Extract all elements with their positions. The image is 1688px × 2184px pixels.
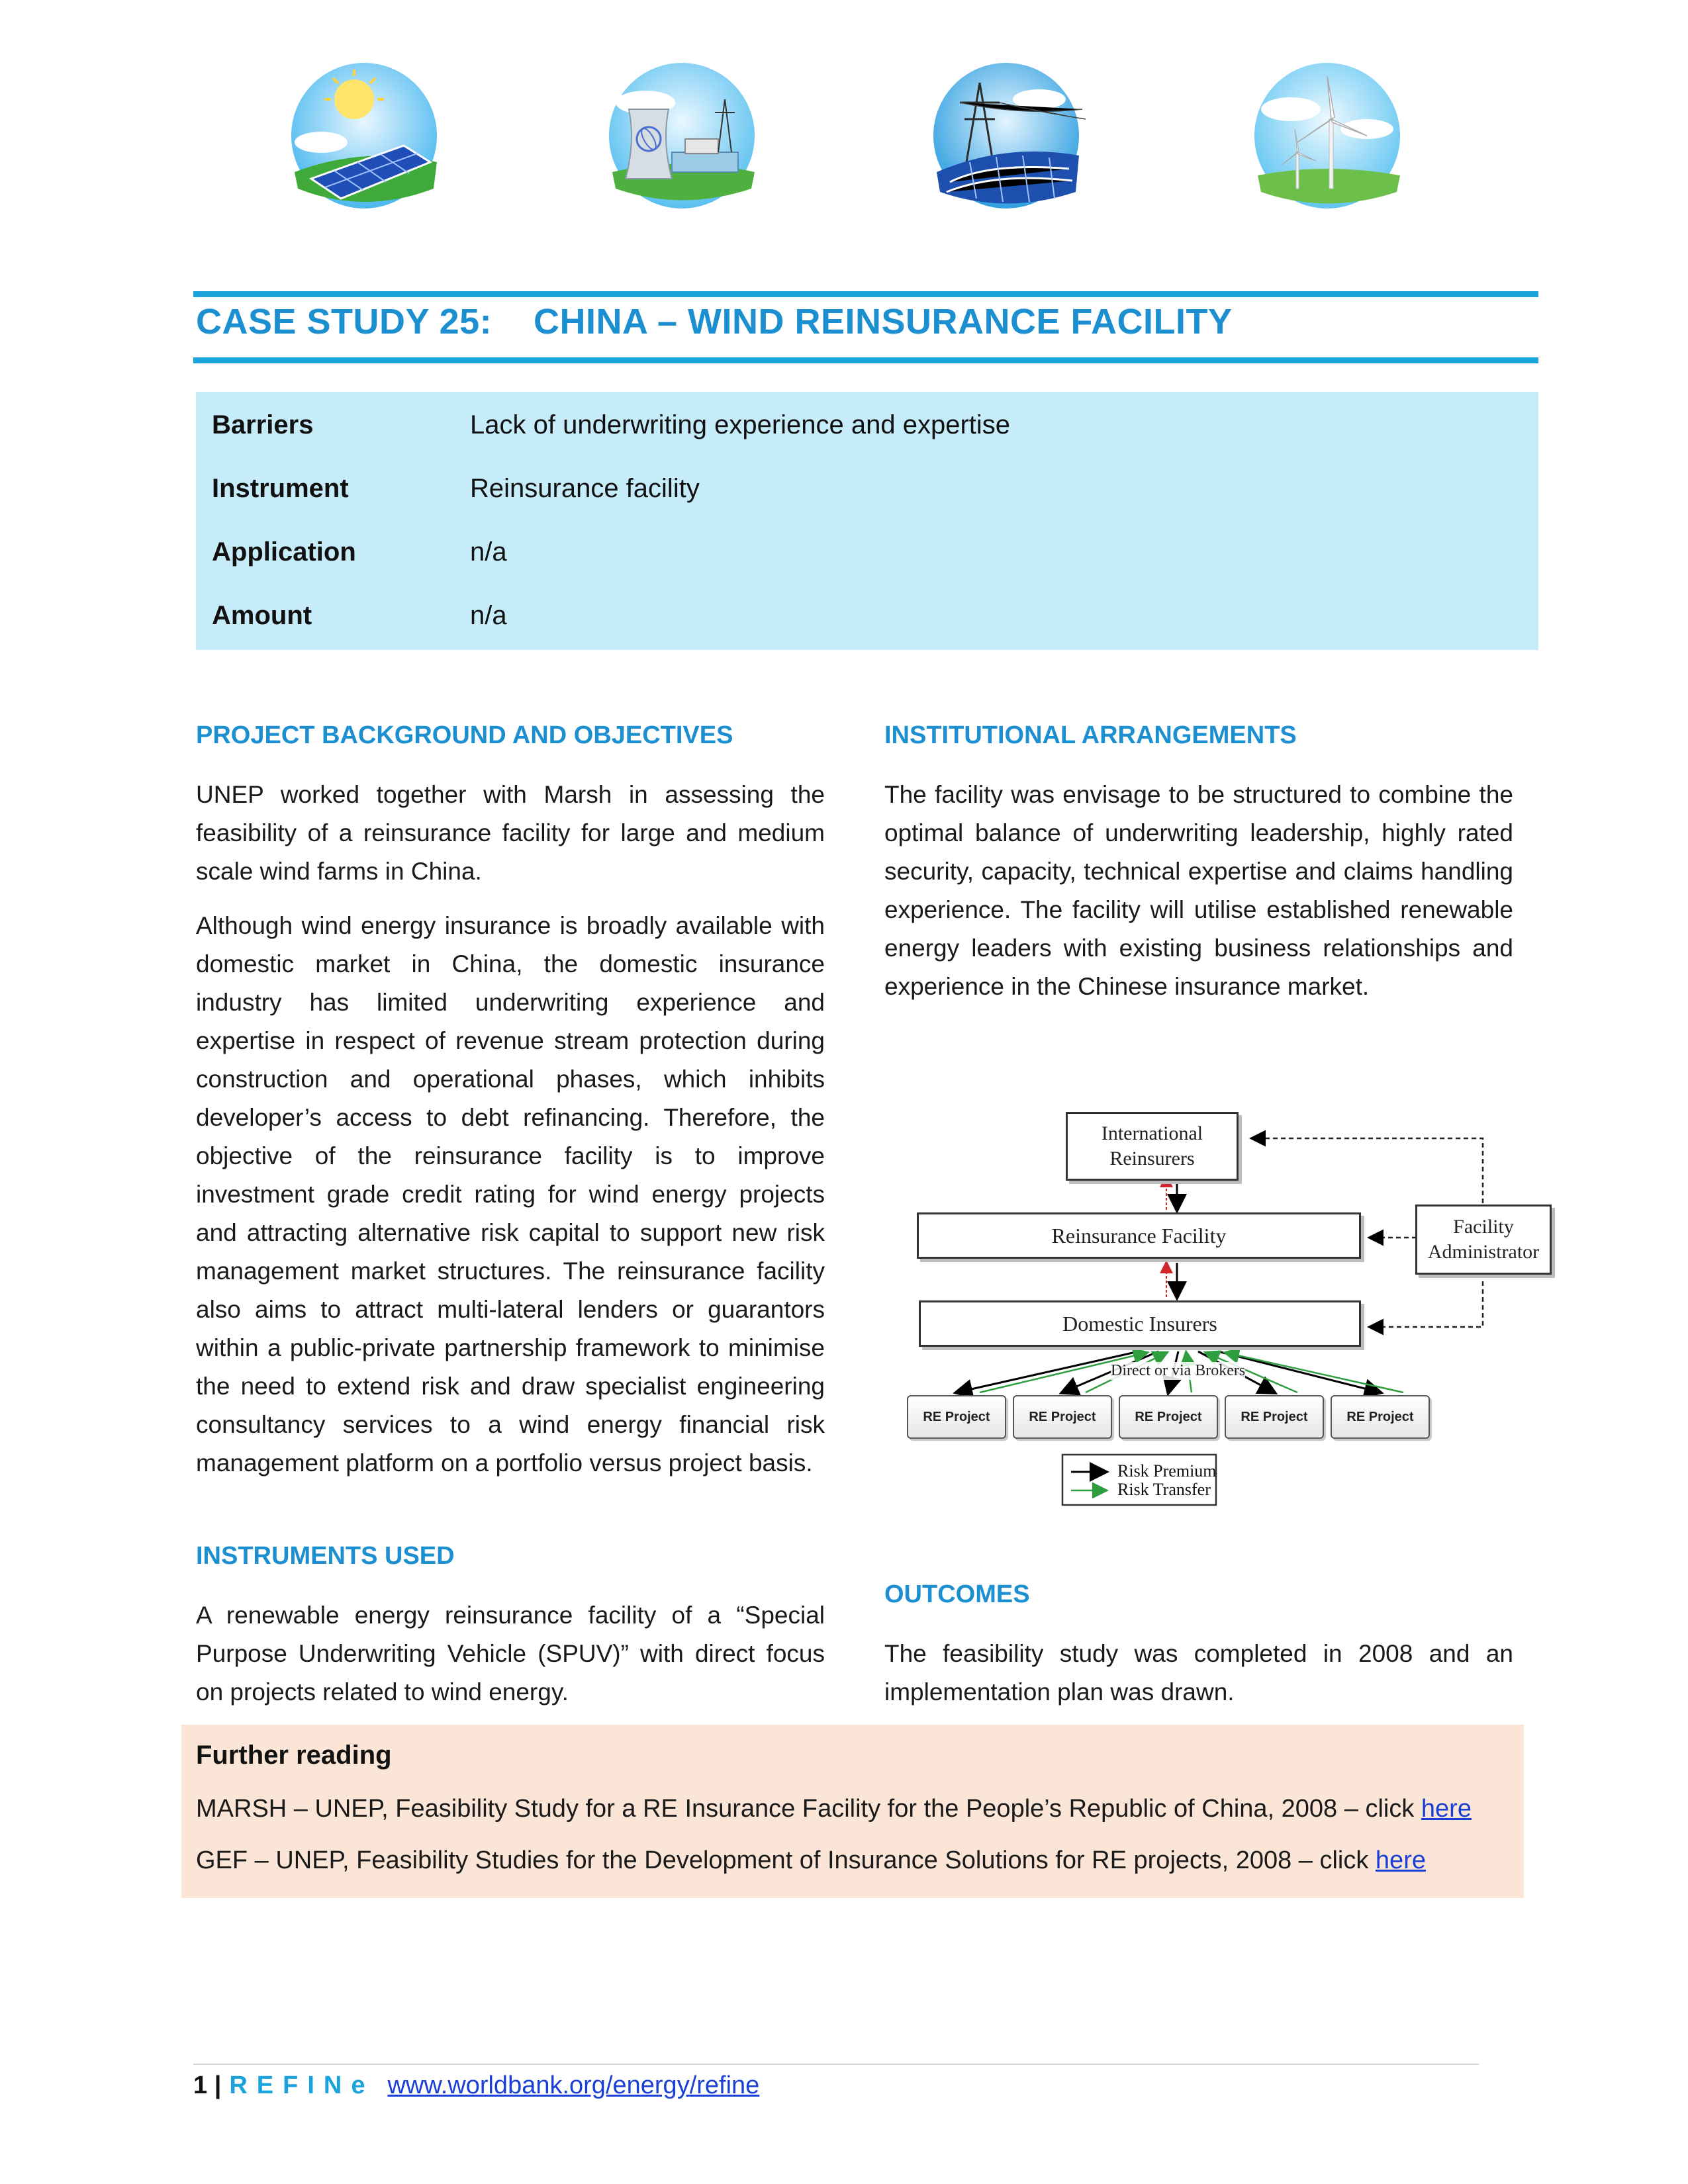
facility-administrator-box: Facility Administrator [1415,1205,1552,1275]
brokers-label: Direct or via Brokers [1111,1362,1246,1380]
application-label: Application [212,537,356,567]
case-study-number: CASE STUDY 25: [196,302,492,341]
re-project-1: RE Project [907,1395,1006,1439]
refine-brand: REFINe [229,2071,375,2099]
page-number: 1 | [193,2071,222,2099]
further-reading-item-1: MARSH – UNEP, Feasibility Study for a RE… [196,1795,1472,1823]
reinsurance-facility-label: Reinsurance Facility [1051,1223,1227,1248]
instruments-paragraph: A renewable energy reinsurance facility … [196,1602,825,1706]
wind-turbine-icon [1244,63,1410,215]
administrator-label-line-1: Facility [1453,1216,1514,1238]
institutional-diagram: International Reinsurers Reinsurance Fac… [907,1099,1556,1575]
footer-url-link[interactable]: www.worldbank.org/energy/refine [387,2071,760,2099]
application-value: n/a [470,537,507,567]
amount-value: n/a [470,601,507,630]
further-reading-item-2: GEF – UNEP, Feasibility Studies for the … [196,1846,1426,1875]
outcomes-paragraph: The feasibility study was completed in 2… [884,1640,1513,1706]
legend-risk-transfer: Risk Transfer [1117,1480,1211,1499]
instruments-heading: INSTRUMENTS USED [196,1542,455,1570]
case-study-title: CHINA – WIND REINSURANCE FACILITY [534,302,1233,341]
background-paragraph-1: UNEP worked together with Marsh in asses… [196,781,825,885]
further-reading-link-2[interactable]: here [1375,1846,1426,1874]
international-label-line-1: International [1101,1122,1203,1144]
international-reinsurers-box: International Reinsurers [1066,1112,1239,1181]
reinsurance-facility-box: Reinsurance Facility [917,1212,1361,1259]
administrator-label-line-2: Administrator [1427,1241,1540,1263]
title-top-rule [193,291,1538,297]
further-reading-text-2: GEF – UNEP, Feasibility Studies for the … [196,1846,1376,1874]
barriers-value: Lack of underwriting experience and expe… [470,410,1011,439]
institutional-heading: INSTITUTIONAL ARRANGEMENTS [884,721,1297,749]
nuclear-plant-icon [599,63,765,215]
background-heading: PROJECT BACKGROUND AND OBJECTIVES [196,721,733,749]
instrument-label: Instrument [212,474,349,503]
institutional-paragraph: The facility was envisage to be structur… [884,781,1513,1000]
re-project-5: RE Project [1331,1395,1430,1439]
instrument-value: Reinsurance facility [470,474,700,503]
further-reading-link-1[interactable]: here [1421,1795,1472,1823]
re-project-2: RE Project [1013,1395,1112,1439]
page-footer: 1 |REFINe www.worldbank.org/energy/refine [193,2071,759,2100]
summary-table: Barriers Lack of underwriting experience… [196,392,1538,650]
solar-panel-icon [281,63,447,215]
title-bottom-rule [193,357,1538,363]
transmission-tower-icon [923,63,1089,215]
footer-rule [193,2064,1479,2065]
international-label-line-2: Reinsurers [1109,1148,1195,1169]
barriers-label: Barriers [212,410,314,439]
legend-risk-premium: Risk Premium [1117,1461,1217,1480]
further-reading-box: Further reading MARSH – UNEP, Feasibilit… [181,1725,1524,1898]
re-project-4: RE Project [1225,1395,1324,1439]
amount-label: Amount [212,601,312,630]
background-paragraph-2: Although wind energy insurance is broadl… [196,912,825,1477]
outcomes-heading: OUTCOMES [884,1580,1030,1608]
re-project-3: RE Project [1119,1395,1218,1439]
further-reading-heading: Further reading [196,1741,392,1770]
further-reading-text-1: MARSH – UNEP, Feasibility Study for a RE… [196,1795,1421,1823]
domestic-insurers-box: Domestic Insurers [919,1300,1361,1347]
domestic-insurers-label: Domestic Insurers [1062,1311,1217,1336]
